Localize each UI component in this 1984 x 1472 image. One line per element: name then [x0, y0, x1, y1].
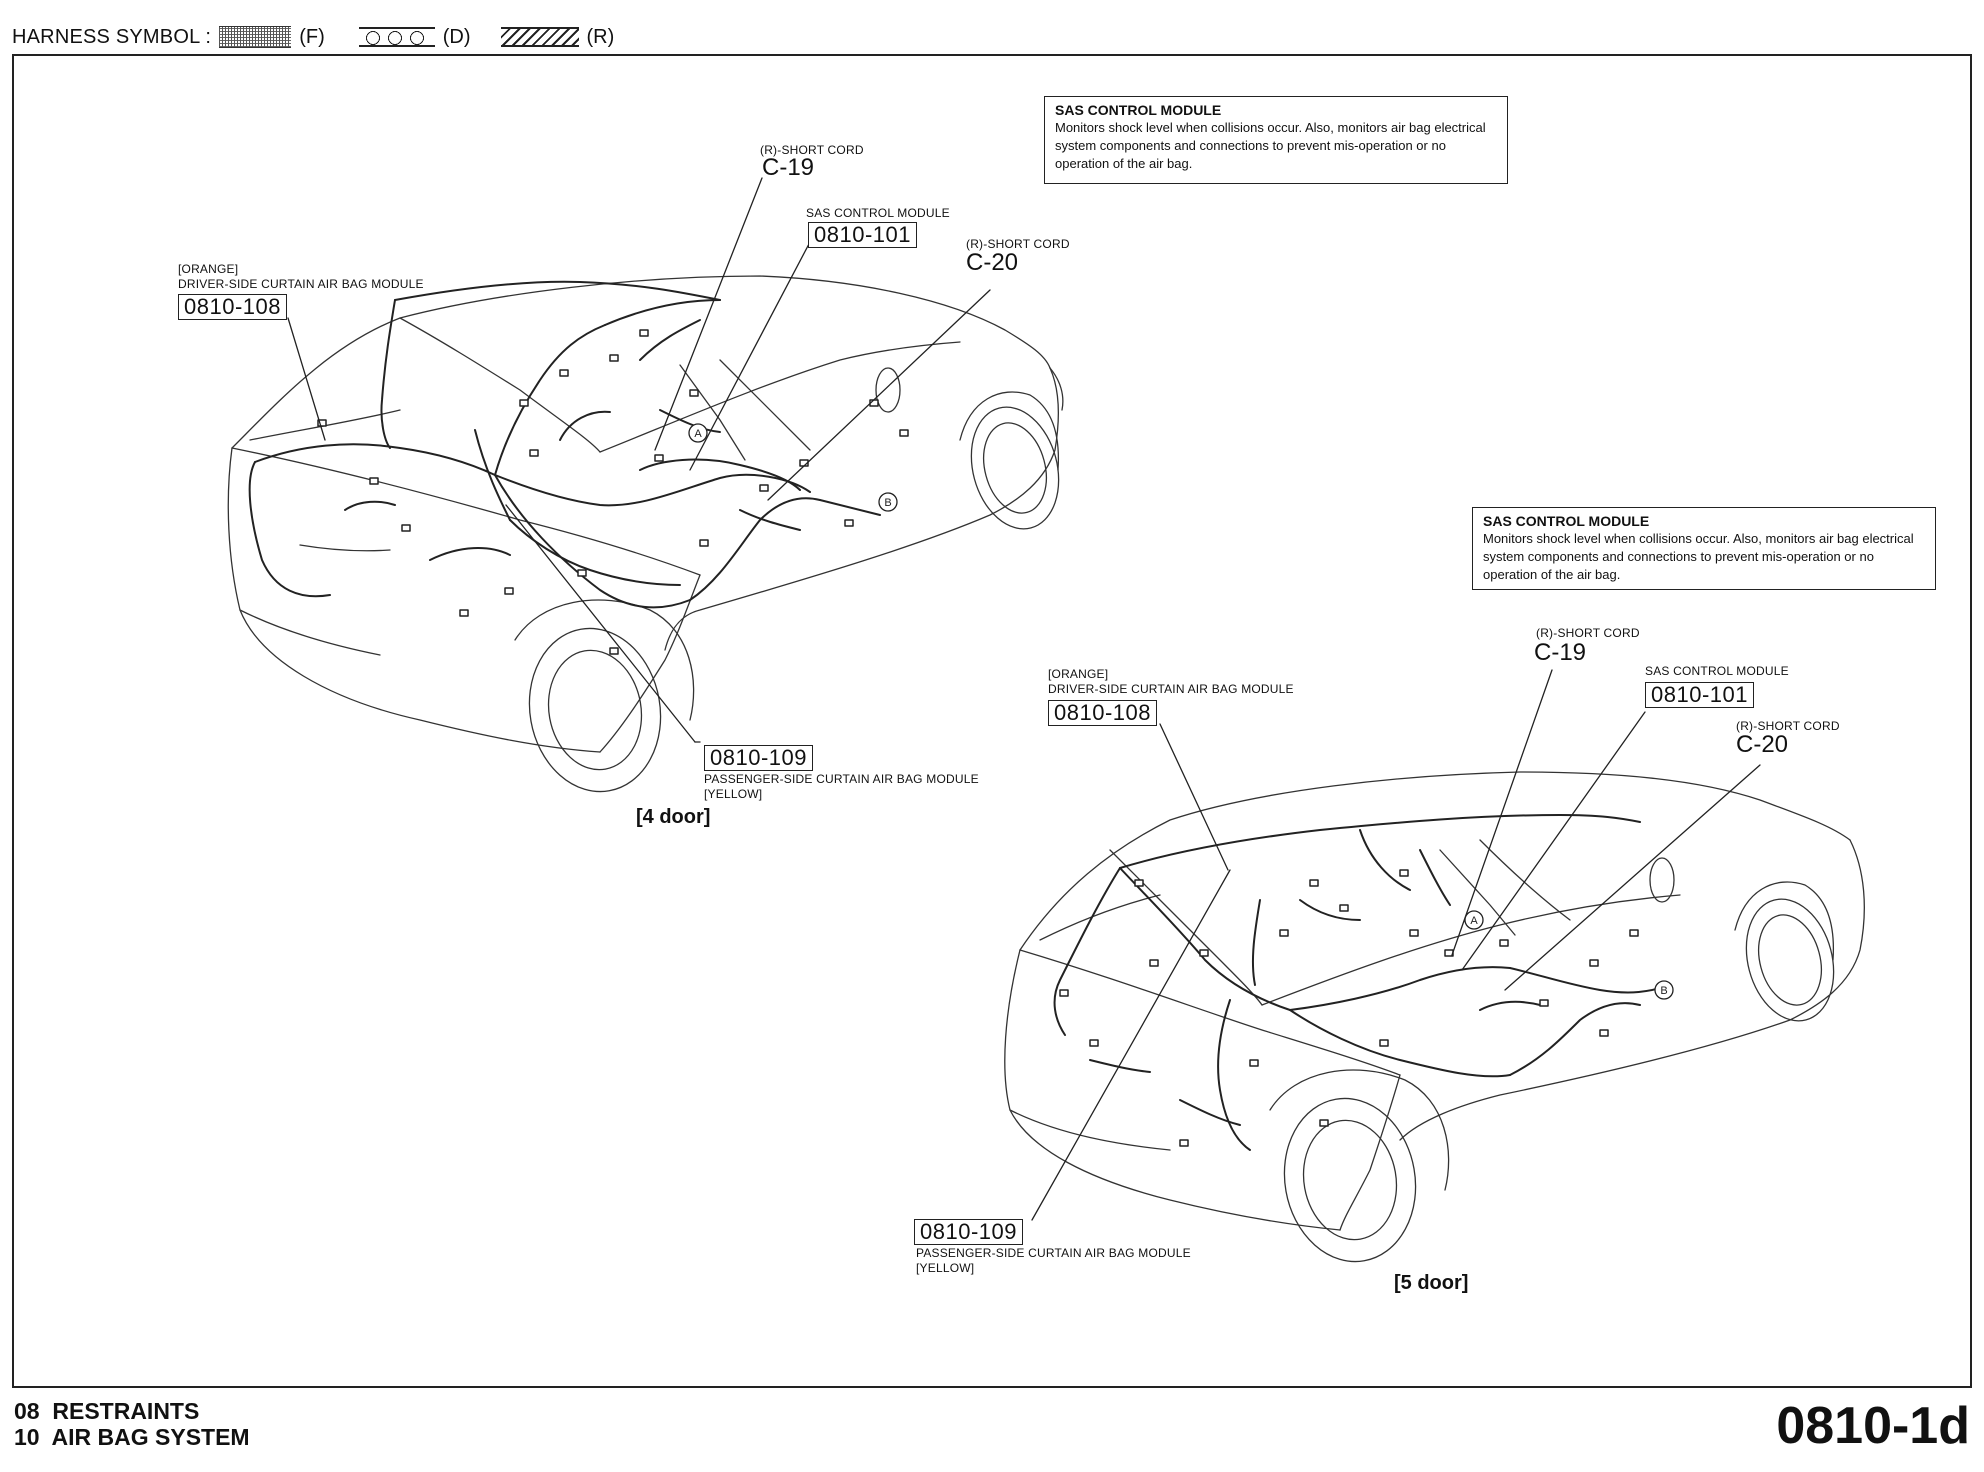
five-door-leader-lines: [1031, 669, 1761, 1221]
five-door-passenger-code: 0810-109: [914, 1219, 1023, 1245]
harness-r-code: (R): [586, 25, 615, 48]
harness-f-pattern-icon: [219, 26, 292, 48]
four-door-marker-a: A: [694, 428, 702, 440]
five-door-connectors: [1059, 869, 1639, 1147]
five-door-car-outline: [1004, 771, 1865, 1263]
diagram-frame: [12, 54, 1972, 1388]
five-door-c19-desc: (R)-SHORT CORD: [1536, 626, 1640, 640]
harness-d-code: (D): [442, 25, 471, 48]
four-door-harness: [248, 280, 881, 609]
five-door-markers: [1464, 910, 1674, 1000]
five-door-passenger-desc: PASSENGER-SIDE CURTAIN AIR BAG MODULE: [916, 1246, 1191, 1260]
five-door-driver-color: [ORANGE]: [1048, 667, 1109, 681]
four-door-passenger-desc: PASSENGER-SIDE CURTAIN AIR BAG MODULE: [704, 772, 979, 786]
page-code: 0810-1d: [1776, 1397, 1970, 1455]
five-door-harness: [1053, 814, 1671, 1151]
section-restraints: 08 RESTRAINTS: [14, 1398, 200, 1424]
four-door-info-box: SAS CONTROL MODULE Monitors shock level …: [1044, 96, 1508, 184]
harness-d-pattern-icon: [358, 27, 435, 47]
five-door-info-body: Monitors shock level when collisions occ…: [1483, 531, 1914, 582]
four-door-driver-desc: DRIVER-SIDE CURTAIN AIR BAG MODULE: [178, 277, 424, 291]
four-door-sas-code: 0810-101: [808, 222, 917, 248]
four-door-c19-ref: C-19: [762, 154, 815, 181]
four-door-c20-desc: (R)-SHORT CORD: [966, 237, 1070, 251]
four-door-driver-color: [ORANGE]: [178, 262, 239, 276]
five-door-marker-b: B: [1660, 985, 1667, 997]
four-door-sas-desc: SAS CONTROL MODULE: [806, 206, 950, 220]
four-door-c20-ref: C-20: [966, 249, 1019, 276]
section-air-bag-system: 10 AIR BAG SYSTEM: [14, 1424, 250, 1450]
four-door-passenger-color: [YELLOW]: [704, 787, 763, 801]
five-door-passenger-color: [YELLOW]: [916, 1261, 975, 1275]
five-door-c20-ref: C-20: [1736, 731, 1789, 758]
four-door-c19-desc: (R)-SHORT CORD: [760, 143, 864, 157]
four-door-info-body: Monitors shock level when collisions occ…: [1055, 120, 1486, 171]
four-door-caption: [4 door]: [636, 806, 711, 828]
four-door-car-outline: [227, 275, 1064, 793]
four-door-connectors: [317, 329, 909, 655]
harness-symbol-title: HARNESS SYMBOL :: [12, 25, 212, 48]
five-door-c19-ref: C-19: [1534, 639, 1587, 666]
five-door-info-box: SAS CONTROL MODULE Monitors shock level …: [1472, 507, 1936, 590]
harness-symbol-legend: HARNESS SYMBOL : (F) (D) (R): [12, 20, 614, 54]
four-door-info-title: SAS CONTROL MODULE: [1055, 102, 1222, 118]
five-door-sas-code: 0810-101: [1645, 682, 1754, 708]
five-door-info-title: SAS CONTROL MODULE: [1483, 513, 1650, 529]
four-door-driver-code: 0810-108: [178, 294, 287, 320]
five-door-sas-desc: SAS CONTROL MODULE: [1645, 664, 1789, 678]
five-door-driver-code: 0810-108: [1048, 700, 1157, 726]
harness-f-code: (F): [299, 25, 325, 48]
five-door-marker-a: A: [1470, 915, 1478, 927]
four-door-leader-lines: [287, 177, 991, 743]
four-door-marker-b: B: [884, 497, 891, 509]
four-door-passenger-code: 0810-109: [704, 745, 813, 771]
five-door-caption: [5 door]: [1394, 1272, 1469, 1294]
four-door-markers: [688, 423, 898, 512]
five-door-c20-desc: (R)-SHORT CORD: [1736, 719, 1840, 733]
harness-r-pattern-icon: [500, 27, 579, 47]
five-door-driver-desc: DRIVER-SIDE CURTAIN AIR BAG MODULE: [1048, 682, 1294, 696]
section-footer: 08 RESTRAINTS 10 AIR BAG SYSTEM: [14, 1398, 250, 1450]
